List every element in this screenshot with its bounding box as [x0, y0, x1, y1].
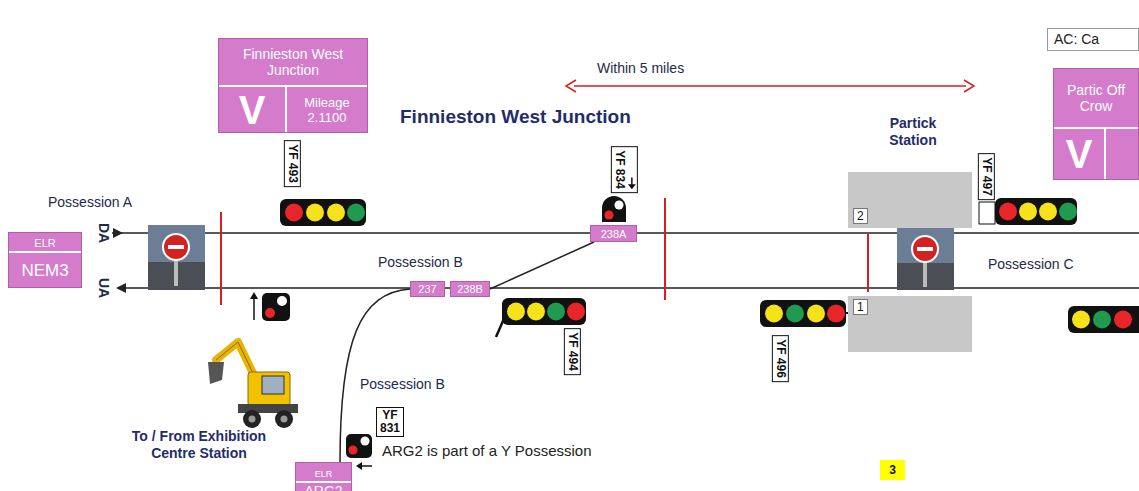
junction-box: Finnieston West JunctionV Mileage 2.1100: [218, 38, 368, 133]
shunt-signal: [250, 292, 290, 321]
signal-plate: YF 496: [771, 335, 788, 382]
stop-board-photo: [897, 228, 954, 290]
mileage-cell: Mileage 2.1100: [287, 87, 367, 132]
signal-id: YF 494: [564, 332, 579, 371]
signal-plate: YF 494: [563, 328, 580, 375]
junction-heading-cell: Finnieston West Junction: [219, 39, 367, 87]
elr-code-cell: ARG2: [296, 483, 351, 491]
elr-heading: ELR: [315, 469, 333, 479]
signal-id: YF 831: [380, 409, 400, 435]
arrow-head: [627, 183, 635, 188]
line-direction: DA: [96, 223, 112, 243]
track-connector: [490, 242, 594, 289]
distance-label: Within 5 miles: [597, 60, 684, 77]
junction-heading-cell: Partic Off Crow: [1054, 69, 1138, 129]
direction-arrow: [627, 176, 635, 188]
platform: 2: [848, 172, 972, 228]
elr-heading-cell: ELR: [296, 463, 351, 483]
points-number: 238B: [450, 281, 490, 297]
elr-code: NEM3: [21, 261, 68, 280]
line-letter: V: [1066, 133, 1093, 175]
junction-row: V: [1054, 129, 1138, 179]
junction-box: Partic Off CrowV: [1053, 68, 1139, 180]
points-id: 238A: [601, 227, 627, 241]
points-number: 238A: [590, 225, 637, 242]
signal-plate: YF 497: [977, 153, 994, 200]
area-code-text: AC: Ca: [1054, 31, 1099, 48]
points-number: 237: [410, 281, 445, 297]
signal-plate: YF 834: [610, 146, 637, 193]
junction-title: Finnieston West Junction: [400, 106, 631, 128]
platform: 1: [848, 296, 972, 352]
signal-plate: YF 493: [283, 140, 300, 187]
line-letter: V: [239, 89, 266, 131]
station-name: To / From Exhibition Centre Station: [128, 428, 270, 462]
elr-box: ELR ARG2: [295, 462, 352, 491]
excavator-illustration: [208, 342, 298, 428]
signal-id: YF 496: [772, 339, 787, 378]
signal-id: YF 493: [284, 144, 299, 183]
junction-name: Partic Off Crow: [1066, 82, 1126, 114]
possession-label: Possession C: [988, 256, 1074, 273]
signal-plate: YF 831: [376, 407, 404, 437]
note-text: ARG2 is part of a Y Possession: [382, 442, 592, 460]
mileage-cell: [1106, 129, 1138, 179]
junction-name: Finnieston West Junction: [223, 46, 363, 78]
mileage-text: Mileage 2.1100: [304, 95, 350, 125]
possession-label: Possession B: [378, 254, 463, 271]
platform-number: 1: [853, 299, 868, 315]
area-code-box: AC: Ca: [1047, 28, 1139, 51]
speed-cell: V: [219, 87, 287, 132]
stop-board-photo: [148, 225, 205, 290]
elr-code: ARG2: [304, 483, 342, 491]
elr-heading: ELR: [34, 237, 55, 249]
signal-id: YF 834: [611, 150, 626, 189]
elr-box: ELR NEM3: [8, 232, 82, 288]
main-signal: [280, 199, 366, 226]
shunt-signal: [602, 196, 626, 222]
possession-label: Possession B: [360, 376, 445, 393]
arrow-shaft: [631, 176, 633, 184]
page-number: 3: [880, 460, 905, 480]
speed-cell: V: [1054, 129, 1106, 179]
elr-code-cell: NEM3: [9, 253, 81, 287]
station-name: Partick Station: [872, 115, 954, 149]
points-id: 238B: [457, 282, 483, 296]
junction-row: V Mileage 2.1100: [219, 87, 367, 132]
page-number-text: 3: [889, 463, 896, 477]
track-connector: [340, 289, 410, 462]
signal-id: YF 497: [978, 157, 993, 196]
line-direction: UA: [96, 278, 112, 298]
points-id: 237: [418, 282, 436, 296]
platform-number: 2: [853, 208, 868, 224]
elr-heading-cell: ELR: [9, 233, 81, 253]
main-signal: [760, 300, 849, 327]
possession-label: Possession A: [48, 194, 132, 211]
main-signal: [979, 198, 1077, 225]
main-signal: [1068, 306, 1139, 333]
